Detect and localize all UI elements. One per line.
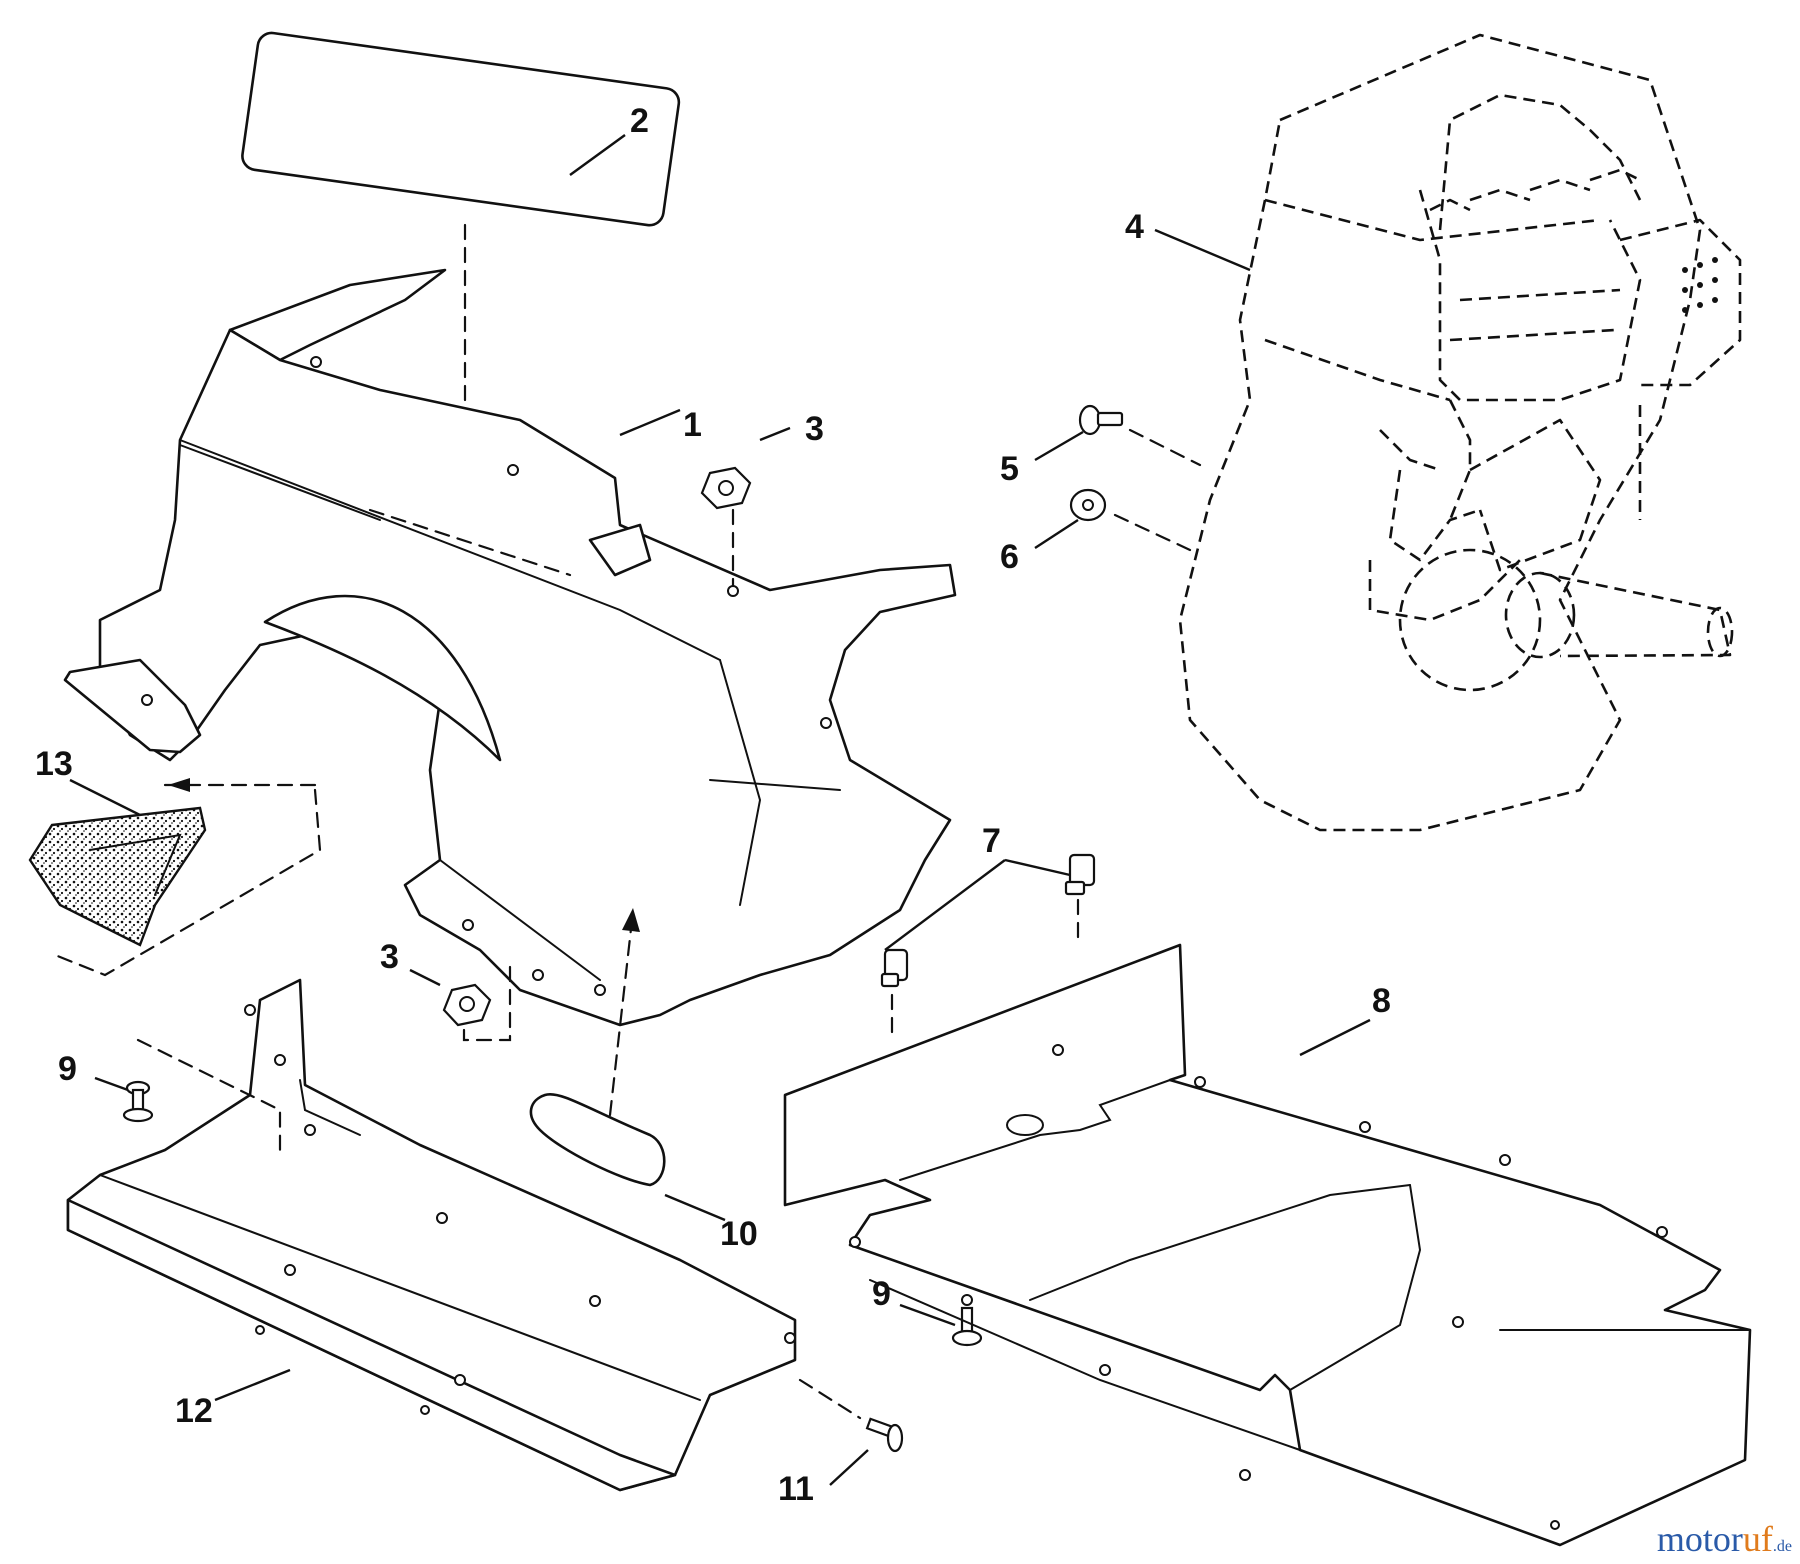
part-2-decal[interactable] <box>241 31 681 227</box>
part-11-bolt[interactable] <box>865 1417 904 1453</box>
bolt-5-guide <box>1128 428 1202 467</box>
callout-leaders <box>69 134 1371 1486</box>
washer-6-guide <box>1113 513 1192 552</box>
part-13-felt-seal[interactable] <box>28 806 207 947</box>
engine-muffler-grille <box>1682 257 1718 313</box>
part-4-engine[interactable] <box>1178 33 1742 832</box>
motoruf-watermark: motoruf.de <box>1657 1518 1792 1560</box>
callout-4: 4 <box>1125 208 1144 246</box>
callout-1: 1 <box>683 406 702 444</box>
bolt-11-guide <box>798 1378 862 1420</box>
callout-11: 11 <box>778 1470 814 1508</box>
part-7-clip-left[interactable] <box>880 948 909 988</box>
callout-9-left: 9 <box>58 1050 77 1088</box>
nut-3-upper-hole <box>727 585 739 597</box>
part-1-shroud[interactable] <box>63 268 957 1027</box>
callout-numbers: 1 2 3 3 4 5 6 7 8 9 9 10 11 12 13 <box>35 102 1391 1508</box>
callout-3-lower: 3 <box>380 938 399 976</box>
part-3-nut-upper[interactable] <box>700 466 752 510</box>
shroud-centerline <box>368 508 572 577</box>
part-10-decal[interactable] <box>529 1092 666 1187</box>
felt-guide-side <box>53 788 322 977</box>
bolt-9-left-guide <box>136 1038 282 1152</box>
callout-13: 13 <box>35 745 73 783</box>
callout-6: 6 <box>1000 538 1019 576</box>
engine-cooling-fins <box>1429 168 1641 212</box>
callout-7: 7 <box>982 822 1001 860</box>
callout-8: 8 <box>1372 982 1391 1020</box>
watermark-part-c: .de <box>1772 1538 1792 1555</box>
nut-3-lower-guide <box>462 963 512 1042</box>
callout-5: 5 <box>1000 450 1019 488</box>
arrow-10-line <box>608 918 634 1117</box>
part-12-lower-guard[interactable] <box>66 978 797 1492</box>
felt-guide-arrow <box>168 778 190 792</box>
part-9-bolt-right[interactable] <box>951 1294 983 1347</box>
callout-3-upper: 3 <box>805 410 824 448</box>
part-9-bolt-left[interactable] <box>122 1080 154 1123</box>
arrow-10-head <box>622 908 640 932</box>
callout-10: 10 <box>720 1215 758 1253</box>
callout-12: 12 <box>175 1392 213 1430</box>
part-6-washer[interactable] <box>1069 488 1107 522</box>
watermark-part-b: uf <box>1742 1519 1773 1559</box>
part-3-nut-lower[interactable] <box>442 983 492 1027</box>
callout-9-right: 9 <box>872 1275 891 1313</box>
part-8-engine-base[interactable] <box>783 943 1752 1547</box>
part-5-bolt[interactable] <box>1078 404 1124 436</box>
callout-2: 2 <box>630 102 649 140</box>
watermark-part-a: motor <box>1656 1519 1743 1559</box>
part-7-clip-right[interactable] <box>1064 853 1096 896</box>
